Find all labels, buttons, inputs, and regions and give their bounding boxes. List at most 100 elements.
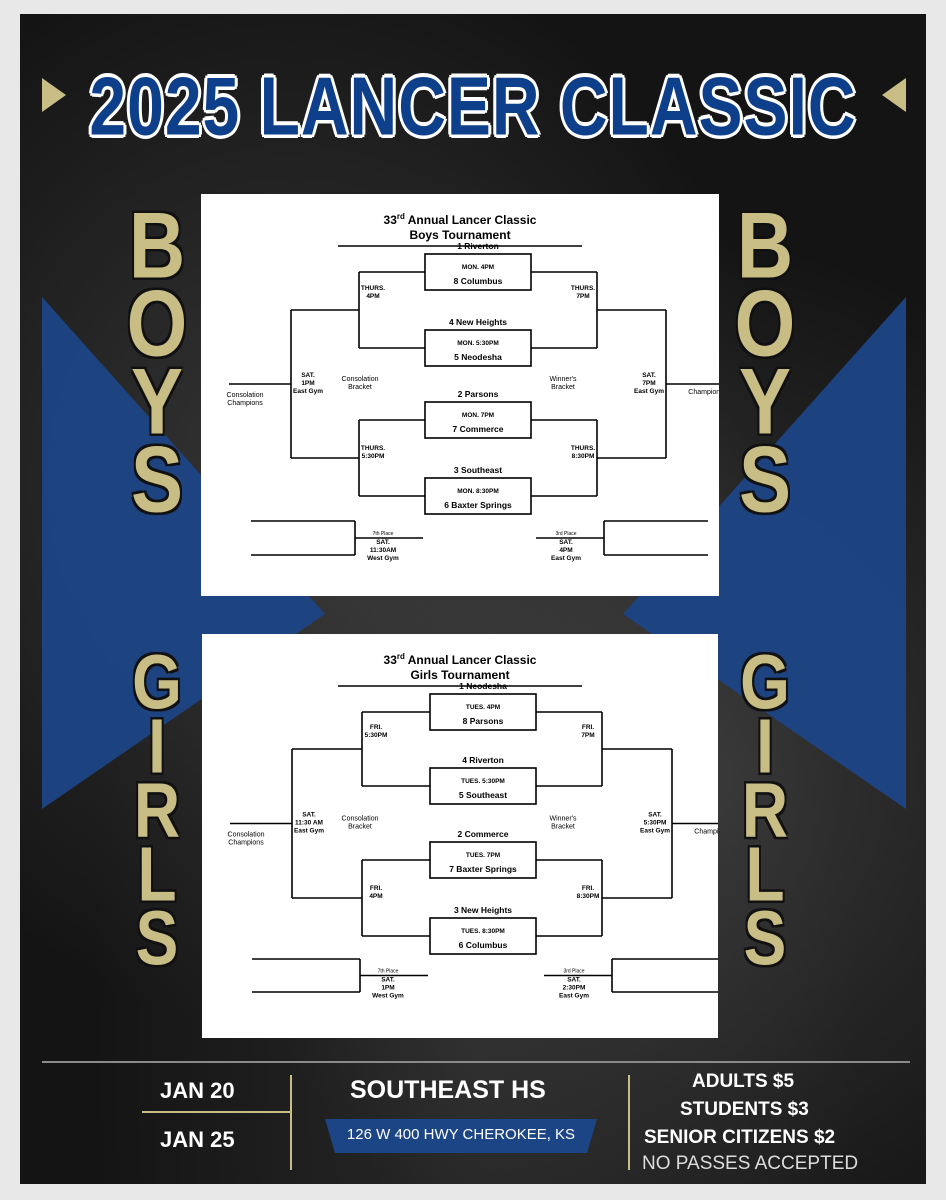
championship-time: SAT. bbox=[648, 812, 662, 819]
consolation-final-time: East Gym bbox=[294, 828, 324, 835]
blue-wedge-right-shape bbox=[623, 297, 906, 809]
footer-date-divider bbox=[142, 1111, 292, 1113]
footer: JAN 20 JAN 25 SOUTHEAST HS 126 W 400 HWY… bbox=[20, 1061, 926, 1184]
consolation-semi-time: 5:30PM bbox=[362, 453, 385, 460]
girls-letter: L bbox=[137, 830, 177, 918]
championship-time: East Gym bbox=[640, 828, 670, 835]
bracket-heading-line2: Boys Tournament bbox=[409, 228, 510, 242]
footer-price-students: STUDENTS $3 bbox=[680, 1099, 809, 1120]
girls-letter: R bbox=[741, 766, 789, 854]
game-time-2: TUES. 5:30PM bbox=[461, 778, 505, 785]
third-place-time: East Gym bbox=[559, 993, 589, 1000]
consolation-final-time: SAT. bbox=[302, 812, 316, 819]
winners-semi-time: 8:30PM bbox=[572, 453, 595, 460]
footer-no-passes: NO PASSES ACCEPTED bbox=[642, 1153, 859, 1174]
winners-semi-time: FRI. bbox=[582, 885, 594, 892]
boys-letter: B bbox=[128, 192, 186, 298]
third-place-time: East Gym bbox=[551, 555, 581, 562]
consolation-champions-label: Consolation bbox=[228, 832, 265, 839]
footer-date-end: JAN 25 bbox=[160, 1127, 235, 1152]
consolation-champions-label: Champions bbox=[227, 400, 263, 407]
consolation-bracket-label: Bracket bbox=[348, 384, 372, 391]
seventh-place-time: 11:30AM bbox=[370, 547, 396, 554]
poster-title: 2025 LANCER CLASSIC bbox=[89, 59, 857, 152]
seventh-place-time: SAT. bbox=[376, 539, 390, 546]
consolation-bracket-label: Consolation bbox=[342, 376, 379, 383]
bracket-heading-line2: Girls Tournament bbox=[410, 668, 509, 682]
bracket-heading-line1: 33rd Annual Lancer Classic bbox=[384, 212, 537, 227]
boys-letter: O bbox=[734, 270, 796, 376]
girls-letter: I bbox=[148, 702, 166, 790]
team-top-1: 1 Neodesha bbox=[459, 681, 507, 691]
winners-semi-time: 8:30PM bbox=[577, 893, 600, 900]
game-time-3: MON. 7PM bbox=[462, 412, 494, 419]
girls-letter: S bbox=[743, 894, 787, 982]
boys-letter: S bbox=[130, 426, 184, 532]
seventh-place-time: West Gym bbox=[367, 555, 399, 562]
team-bottom-1: 8 Columbus bbox=[454, 276, 503, 286]
footer-vertical-divider-right bbox=[628, 1075, 630, 1170]
winners-semi-time: THURS. bbox=[571, 445, 595, 452]
team-bottom-1: 8 Parsons bbox=[463, 716, 504, 726]
footer-price-adults: ADULTS $5 bbox=[692, 1071, 795, 1092]
consolation-final-time: 11:30 AM bbox=[295, 820, 323, 827]
winners-bracket-label: Bracket bbox=[551, 824, 575, 831]
consolation-final-time: 1PM bbox=[301, 380, 314, 387]
bracket-heading-line1: 33rd Annual Lancer Classic bbox=[384, 652, 537, 667]
team-top-3: 2 Commerce bbox=[457, 829, 508, 839]
championship-time: SAT. bbox=[642, 372, 656, 379]
footer-address-banner-shape bbox=[325, 1119, 597, 1153]
consolation-bracket-label: Bracket bbox=[348, 824, 372, 831]
girls-letter: G bbox=[740, 638, 790, 726]
team-bottom-3: 7 Commerce bbox=[452, 424, 503, 434]
seventh-place-time: SAT. bbox=[381, 977, 395, 984]
team-top-1: 1 Riverton bbox=[457, 241, 499, 251]
consolation-bracket-label: Consolation bbox=[342, 816, 379, 823]
championship-time: East Gym bbox=[634, 388, 664, 395]
footer-date-start: JAN 20 bbox=[160, 1078, 235, 1103]
team-top-2: 4 Riverton bbox=[462, 755, 504, 765]
winners-bracket-label: Winner's bbox=[549, 816, 577, 823]
boys-letter: Y bbox=[130, 348, 184, 454]
girls-letter: R bbox=[133, 766, 181, 854]
consolation-semi-time: 4PM bbox=[369, 893, 382, 900]
team-top-2: 4 New Heights bbox=[449, 317, 507, 327]
game-time-4: MON. 8:30PM bbox=[457, 488, 499, 495]
boys-letter: B bbox=[736, 192, 794, 298]
championship-time: 7PM bbox=[642, 380, 655, 387]
game-time-4: TUES. 8:30PM bbox=[461, 928, 505, 935]
game-time-3: TUES. 7PM bbox=[466, 852, 500, 859]
boys-letter: S bbox=[738, 426, 792, 532]
winners-semi-time: 7PM bbox=[576, 293, 589, 300]
team-bottom-2: 5 Southeast bbox=[459, 790, 507, 800]
champions-label: Champions bbox=[694, 829, 718, 836]
team-bottom-4: 6 Baxter Springs bbox=[444, 500, 512, 510]
consolation-semi-time: 4PM bbox=[366, 293, 379, 300]
team-top-4: 3 New Heights bbox=[454, 905, 512, 915]
team-top-3: 2 Parsons bbox=[458, 389, 499, 399]
third-place-time: 2:30PM bbox=[563, 985, 586, 992]
consolation-semi-time: FRI. bbox=[370, 724, 382, 731]
consolation-champions-label: Champions bbox=[228, 840, 264, 847]
consolation-semi-time: FRI. bbox=[370, 885, 382, 892]
champions-label: Champions bbox=[688, 389, 719, 396]
team-top-4: 3 Southeast bbox=[454, 465, 502, 475]
consolation-final-time: East Gym bbox=[293, 388, 323, 395]
blue-wedge-left-shape bbox=[42, 297, 325, 809]
girls-letter: I bbox=[756, 702, 774, 790]
footer-address-banner: 126 W 400 HWY CHEROKEE, KS bbox=[325, 1119, 597, 1153]
blue-wedge-left bbox=[42, 297, 906, 809]
boys-letter: Y bbox=[738, 348, 792, 454]
winners-bracket-label: Bracket bbox=[551, 384, 575, 391]
third-place-time: SAT. bbox=[567, 977, 581, 984]
consolation-final-time: SAT. bbox=[301, 372, 315, 379]
girls-letter: L bbox=[745, 830, 785, 918]
gold-triangle-right-icon bbox=[882, 78, 906, 112]
footer-price-seniors: SENIOR CITIZENS $2 bbox=[644, 1127, 836, 1148]
third-place-label: 3rd Place bbox=[555, 531, 576, 537]
consolation-semi-time: THURS. bbox=[361, 445, 385, 452]
